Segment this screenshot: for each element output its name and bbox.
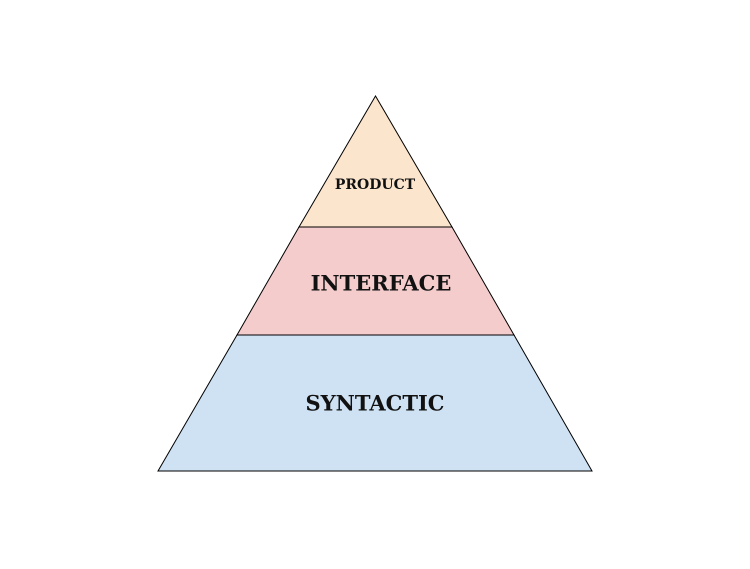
tier-syntactic-label: SYNTACTIC xyxy=(305,391,444,416)
tier-product-shape xyxy=(298,95,453,228)
tier-product-label: PRODUCT xyxy=(335,177,416,193)
tier-interface-label: INTERFACE xyxy=(311,271,452,296)
tier-syntactic-shape xyxy=(157,334,593,472)
